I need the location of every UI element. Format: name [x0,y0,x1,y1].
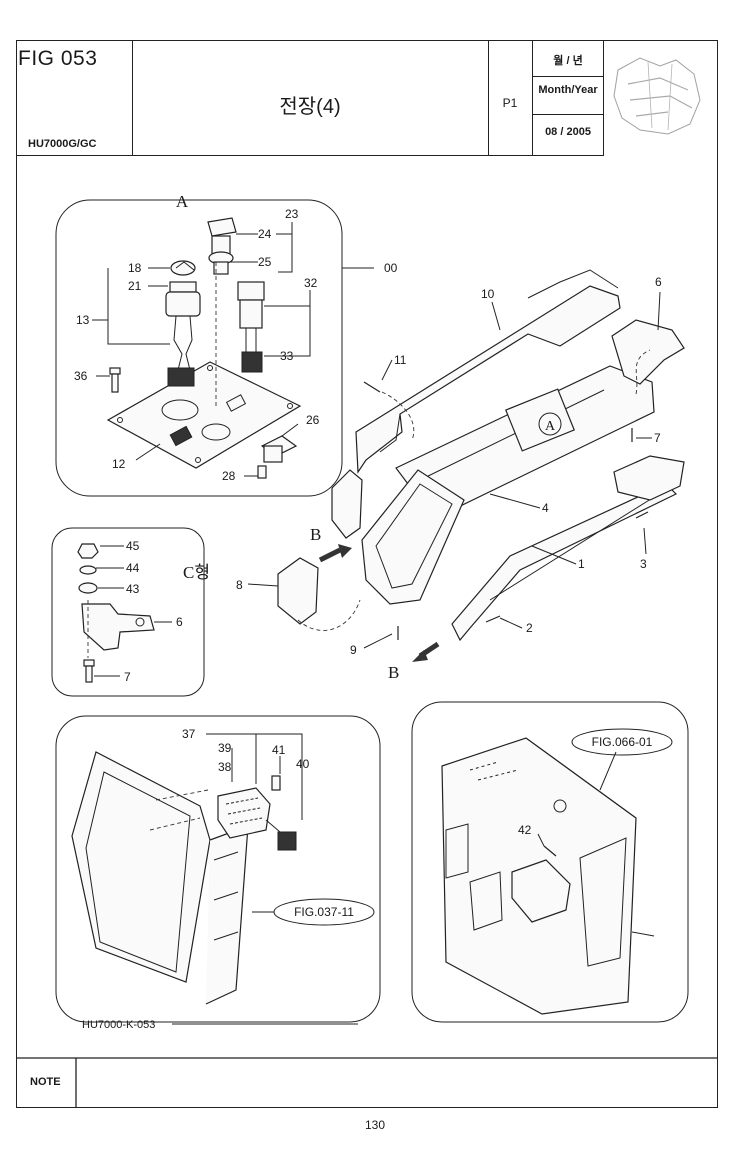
callout-8: 8 [236,578,243,592]
callout-7-c: 7 [124,670,131,684]
fig-cell [16,40,133,156]
detail-a-leaders [92,222,374,477]
callout-13: 13 [76,313,90,327]
callout-23: 23 [285,207,299,221]
callout-7-main: 7 [654,431,661,445]
view-b-label-bottom: B [388,663,399,682]
detail-a-parts [106,217,302,479]
title-cell [133,40,489,156]
callout-2: 2 [526,621,533,635]
detail-bottom-left-box [55,715,381,1023]
note-label: NOTE [30,1076,61,1088]
detail-a-box [55,199,343,497]
callout-6-c: 6 [176,615,183,629]
callout-12: 12 [112,457,126,471]
detail-c-box [51,527,205,697]
callout-38: 38 [218,760,232,774]
callout-18: 18 [128,261,142,275]
date-divider-1 [533,76,604,77]
page-ref: P1 [502,96,518,110]
page-title: 전장(4) [279,96,341,118]
date-label-en: Month/Year [538,84,598,96]
callout-39: 39 [218,741,232,755]
bottom-left-cab [71,733,358,1025]
callout-33: 33 [280,349,294,363]
date-label-ko: 월 / 년 [553,55,583,67]
callout-00: 00 [384,261,398,275]
callout-44: 44 [126,561,140,575]
ref-fig066: FIG.066-01 [592,735,653,749]
callout-40: 40 [296,757,310,771]
model-code: HU7000G/GC [28,138,97,150]
callout-4: 4 [542,501,549,515]
callout-36: 36 [74,369,88,383]
callout-11: 11 [394,353,407,367]
callout-25: 25 [258,255,272,269]
callout-37: 37 [182,727,196,741]
view-c-label: C형 [183,563,210,582]
date-divider-2 [533,114,604,115]
date-value: 08 / 2005 [545,126,591,138]
drawing-number: HU7000-K-053 [82,1019,155,1031]
detail-bottom-right-box [411,701,689,1023]
date-cell [533,40,604,156]
page-ref-cell [489,40,533,156]
main-frame-assembly: A [277,269,685,662]
callout-28: 28 [222,469,236,483]
ref-fig037: FIG.037-11 [294,905,354,919]
view-b-label-top: B [310,525,321,544]
callout-1: 1 [578,557,585,571]
ref-fig037-ellipse [273,898,375,926]
view-a-label: A [176,192,189,211]
page-number: 130 [364,1118,386,1132]
ref-fig066-ellipse [571,728,673,756]
main-leaders [247,291,661,649]
callout-43: 43 [126,582,140,596]
bottom-right-cab [441,737,655,1015]
callout-3: 3 [640,557,647,571]
callout-32: 32 [304,276,318,290]
callout-10: 10 [481,287,495,301]
view-a-marker: A [545,419,556,434]
approval-stamp [613,57,701,135]
callout-9: 9 [350,643,357,657]
callout-42: 42 [518,823,532,837]
callout-24: 24 [258,227,272,241]
callout-45: 45 [126,539,140,553]
callout-6-main: 6 [655,275,662,289]
figure-number: FIG 053 [18,47,98,70]
callout-41: 41 [272,743,286,757]
callout-21: 21 [128,279,142,293]
page-frame [16,40,718,1108]
callout-26: 26 [306,413,320,427]
detail-c-parts [77,543,172,683]
